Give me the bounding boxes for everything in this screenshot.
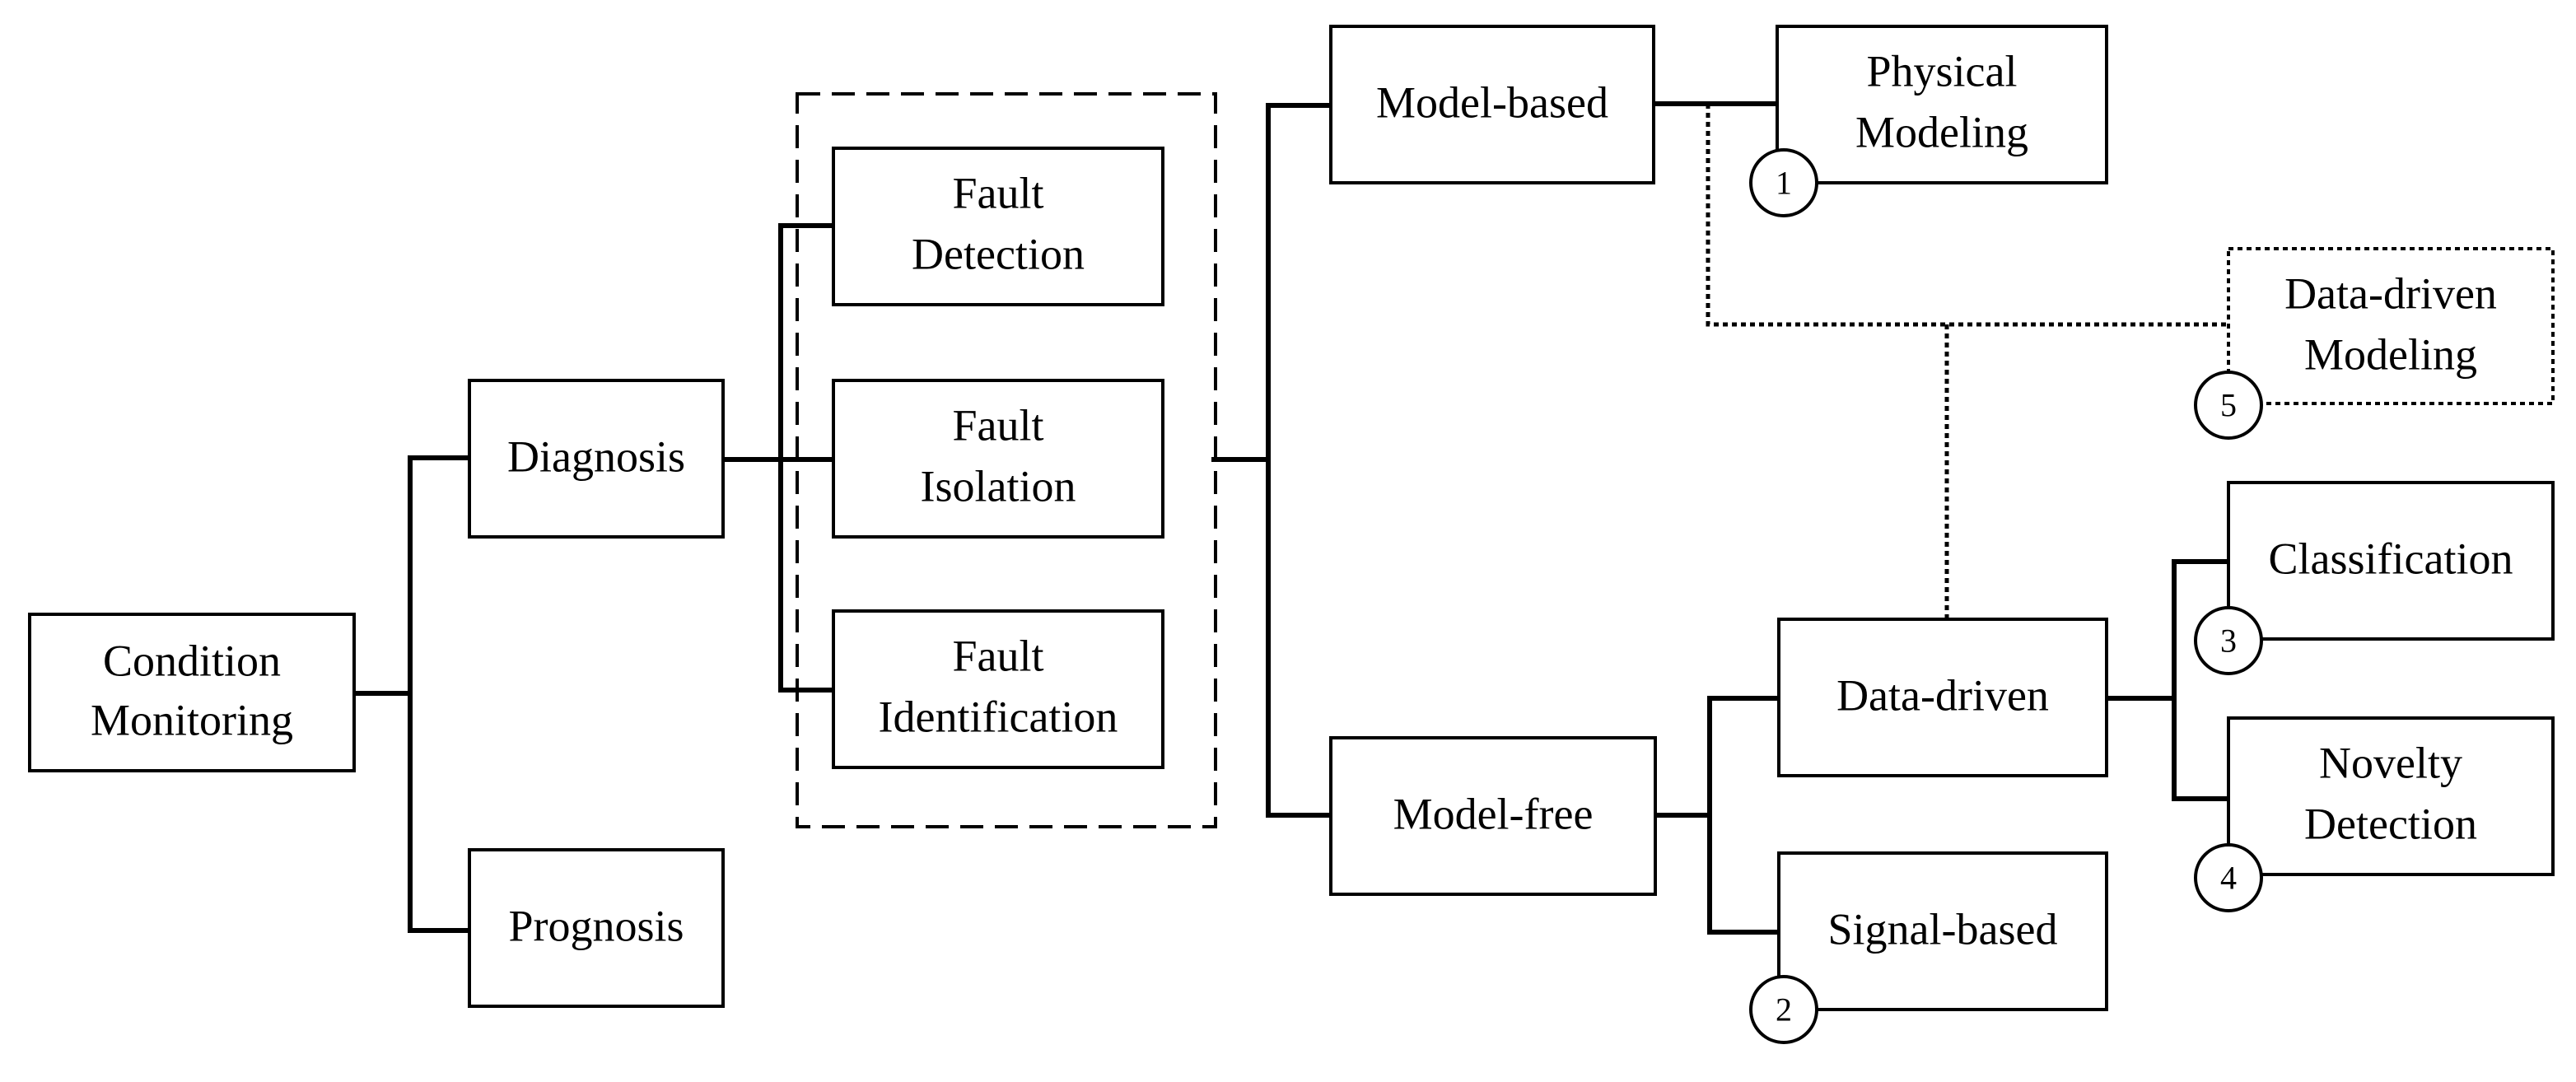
physical-modeling-label-line2: Modeling [1855, 107, 2028, 156]
fault-isolation-label-line1: Fault [952, 400, 1043, 450]
edge-dotted-physical-datadriven-to-datadriven-modeling [1706, 104, 2228, 619]
badge-1-text: 1 [1776, 165, 1792, 202]
data-driven-modeling-label-line2: Modeling [2304, 329, 2477, 379]
model-free-label: Model-free [1393, 789, 1594, 838]
node-fault-isolation: Fault Isolation [832, 379, 1164, 539]
condition-monitoring-label-line2: Monitoring [91, 695, 293, 744]
model-based-label: Model-based [1376, 77, 1608, 127]
fault-isolation-label-line2: Isolation [921, 461, 1076, 511]
diagnosis-label: Diagnosis [507, 431, 685, 481]
node-novelty-detection: Novelty Detection [2227, 716, 2555, 876]
fault-identification-label-line2: Identification [879, 692, 1118, 741]
classification-label: Classification [2269, 534, 2513, 583]
node-fault-detection: Fault Detection [832, 147, 1164, 306]
badge-2-text: 2 [1776, 991, 1792, 1028]
fault-identification-label-line1: Fault [952, 631, 1043, 680]
connectors [352, 101, 2231, 935]
badge-3-text: 3 [2220, 623, 2237, 660]
signal-based-label: Signal-based [1828, 904, 2058, 954]
badge-3: 3 [2194, 606, 2263, 675]
edge-model-free-to-data-driven-signal-based [1653, 696, 1781, 935]
node-data-driven: Data-driven [1777, 618, 2108, 777]
node-classification: Classification [2227, 481, 2555, 641]
fault-detection-label-line1: Fault [952, 168, 1043, 217]
badge-5-text: 5 [2220, 387, 2237, 424]
badge-5: 5 [2194, 371, 2263, 440]
badge-4-text: 4 [2220, 860, 2237, 897]
novelty-detection-label-line2: Detection [2304, 799, 2477, 848]
node-prognosis: Prognosis [468, 848, 725, 1008]
edge-data-driven-to-classification-novelty [2104, 559, 2231, 801]
data-driven-modeling-label-line1: Data-driven [2284, 268, 2497, 318]
prognosis-label: Prognosis [508, 901, 684, 950]
node-physical-modeling: Physical Modeling [1776, 25, 2108, 184]
node-data-driven-modeling: Data-driven Modeling [2227, 247, 2555, 405]
badge-4: 4 [2194, 843, 2263, 912]
condition-monitoring-label-line1: Condition [103, 636, 281, 685]
node-model-free: Model-free [1329, 736, 1657, 896]
fault-detection-label-line2: Detection [912, 229, 1085, 278]
node-model-based: Model-based [1329, 25, 1655, 184]
edge-fault-group-to-approaches [1211, 103, 1333, 818]
edge-diagnosis-to-fault-tasks [721, 223, 836, 693]
edge-condition-monitoring-to-diagnosis-prognosis [352, 455, 472, 933]
data-driven-label: Data-driven [1836, 670, 2049, 720]
node-diagnosis: Diagnosis [468, 379, 725, 539]
novelty-detection-label-line1: Novelty [2319, 738, 2462, 787]
node-fault-identification: Fault Identification [832, 609, 1164, 769]
node-condition-monitoring: Condition Monitoring [28, 613, 356, 772]
node-signal-based: Signal-based [1777, 851, 2108, 1011]
fault-tasks-group [796, 92, 1217, 828]
badge-2: 2 [1749, 975, 1818, 1044]
badge-1: 1 [1749, 148, 1818, 217]
physical-modeling-label-line1: Physical [1867, 46, 2018, 96]
